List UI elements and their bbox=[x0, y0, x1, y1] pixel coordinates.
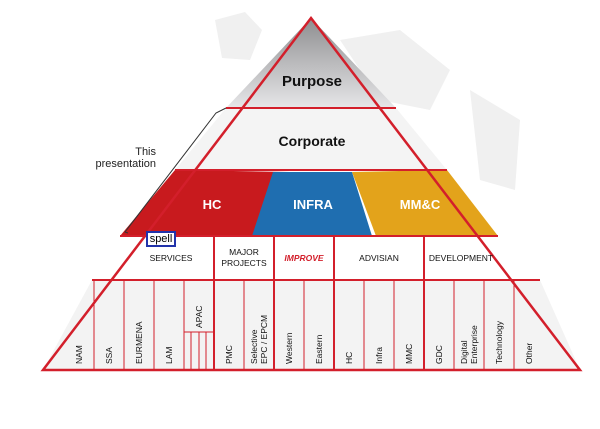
pyramid-outline bbox=[40, 15, 583, 372]
segment-label-mmc: MM&C bbox=[400, 197, 441, 212]
column-label: EPC / EPCM bbox=[259, 315, 269, 364]
tier-lines bbox=[92, 107, 540, 370]
segment-infra bbox=[252, 172, 372, 236]
columns-shade bbox=[43, 280, 580, 370]
spell-tag: spell bbox=[146, 231, 176, 247]
callout-bracket bbox=[124, 107, 227, 234]
column-label: NAM bbox=[74, 345, 84, 364]
group-label: MAJOR bbox=[229, 247, 259, 257]
column-label: GDC bbox=[434, 345, 444, 364]
corporate-tier bbox=[175, 108, 447, 170]
segment-hc bbox=[120, 170, 290, 236]
segment-label-hc: HC bbox=[203, 197, 222, 212]
segment-mmc bbox=[352, 170, 498, 236]
background-map bbox=[215, 12, 520, 190]
column-label: Other bbox=[524, 343, 534, 364]
segment-label-infra: INFRA bbox=[293, 197, 333, 212]
column-dividers bbox=[93, 280, 515, 370]
group-label: ADVISIAN bbox=[359, 253, 399, 263]
group-label: DEVELOPMENT bbox=[429, 253, 493, 263]
column-label: Enterprise bbox=[469, 325, 479, 364]
column-label: MMC bbox=[404, 344, 414, 364]
purpose-label: Purpose bbox=[282, 73, 342, 90]
column-label: EURMENA bbox=[134, 321, 144, 364]
column-label: HC bbox=[344, 352, 354, 364]
purpose-tier bbox=[226, 18, 396, 108]
column-label: Infra bbox=[374, 347, 384, 364]
column-label: APAC bbox=[194, 305, 204, 328]
column-label: LAM bbox=[164, 347, 174, 364]
callout-line-2: presentation bbox=[95, 158, 156, 170]
group-label: PROJECTS bbox=[221, 258, 267, 268]
column-label: SSA bbox=[104, 347, 114, 364]
group-label: SERVICES bbox=[150, 253, 193, 263]
column-label: Eastern bbox=[314, 334, 324, 364]
column-label: Selective bbox=[249, 329, 259, 364]
column-label: Western bbox=[284, 332, 294, 364]
group-label: IMPROVE bbox=[284, 253, 324, 263]
column-label: Technology bbox=[494, 320, 504, 364]
corporate-label: Corporate bbox=[279, 133, 346, 149]
callout-line-1: This bbox=[135, 146, 156, 158]
column-label: Digital bbox=[459, 340, 469, 364]
column-label: PMC bbox=[224, 345, 234, 364]
